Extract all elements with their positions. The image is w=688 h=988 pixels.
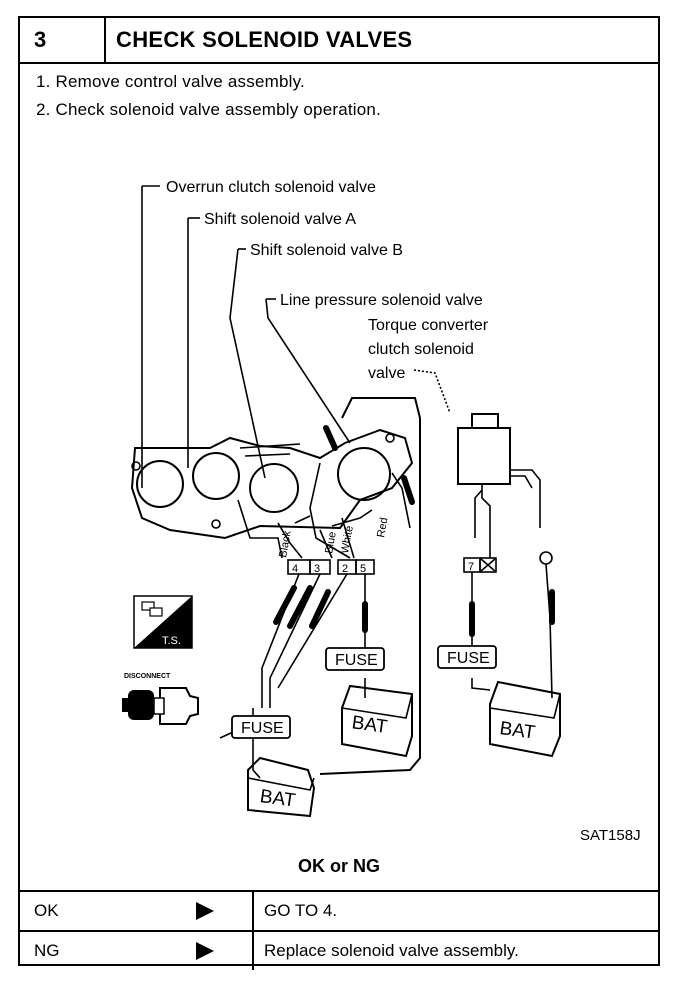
label-torque-converter-line3: valve (368, 365, 405, 382)
wire-color-blue: Blue (323, 531, 339, 555)
fuse-label-3: FUSE (447, 650, 490, 667)
label-shift-solenoid-a: Shift solenoid valve A (204, 211, 356, 228)
fuse-box-1 (231, 715, 291, 739)
arrow-right-icon (196, 942, 214, 960)
svg-text:DISCONNECT: DISCONNECT (124, 673, 171, 680)
wire-color-black: Black (277, 529, 294, 558)
wire-color-white: White (339, 525, 356, 555)
svg-text:T.S.: T.S. (162, 635, 181, 647)
battery-label-2: BAT (259, 786, 298, 812)
step-title: CHECK SOLENOID VALVES (116, 27, 413, 52)
disconnect-icon: DISCONNECT (122, 673, 199, 725)
wire-color-red: Red (375, 517, 390, 539)
troubleshooting-icon: T.S. (133, 595, 193, 649)
result-heading: OK or NG (297, 856, 380, 876)
result-ng-action: Replace solenoid valve assembly. (264, 941, 519, 960)
result-ok-label: OK (34, 901, 59, 920)
instruction-step-2: 2. Check solenoid valve assembly operati… (36, 100, 382, 119)
result-ng-label: NG (34, 941, 60, 960)
terminal-7: 7 (468, 561, 474, 573)
instruction-step-1: 1. Remove control valve assembly. (36, 72, 305, 91)
result-row-ng: NG Replace solenoid valve assembly. (20, 930, 658, 970)
label-torque-converter-line2: clutch solenoid (368, 341, 474, 358)
label-line-pressure-solenoid: Line pressure solenoid valve (280, 292, 483, 309)
figure-code: SAT158J (580, 827, 641, 844)
step-number: 3 (20, 18, 106, 62)
fuse-label-2: FUSE (335, 652, 378, 669)
terminal-5: 5 (360, 563, 366, 575)
result-row-ok: OK GO TO 4. (20, 890, 658, 930)
label-torque-converter-line1: Torque converter (368, 317, 489, 334)
terminal-3: 3 (314, 563, 320, 575)
fuse-label-1: FUSE (241, 720, 284, 737)
fuse-box-3 (437, 645, 497, 669)
terminal-4: 4 (292, 563, 298, 575)
battery-label-3: BAT (498, 718, 537, 744)
label-shift-solenoid-b: Shift solenoid valve B (250, 242, 403, 259)
step-header: 3 CHECK SOLENOID VALVES (20, 18, 658, 64)
procedure-sheet: 3 CHECK SOLENOID VALVES 1. Remove contro… (18, 16, 660, 970)
battery-label-1: BAT (350, 712, 389, 738)
arrow-right-icon (196, 902, 214, 920)
solenoid-wiring-diagram: FUSE FUSE FUSE BAT BAT BAT 4 3 2 5 7 Bla… (122, 179, 641, 844)
label-overrun-clutch-solenoid: Overrun clutch solenoid valve (166, 179, 376, 196)
terminal-2: 2 (342, 563, 348, 575)
fuse-box-2 (325, 647, 385, 671)
result-ok-action: GO TO 4. (264, 901, 338, 920)
